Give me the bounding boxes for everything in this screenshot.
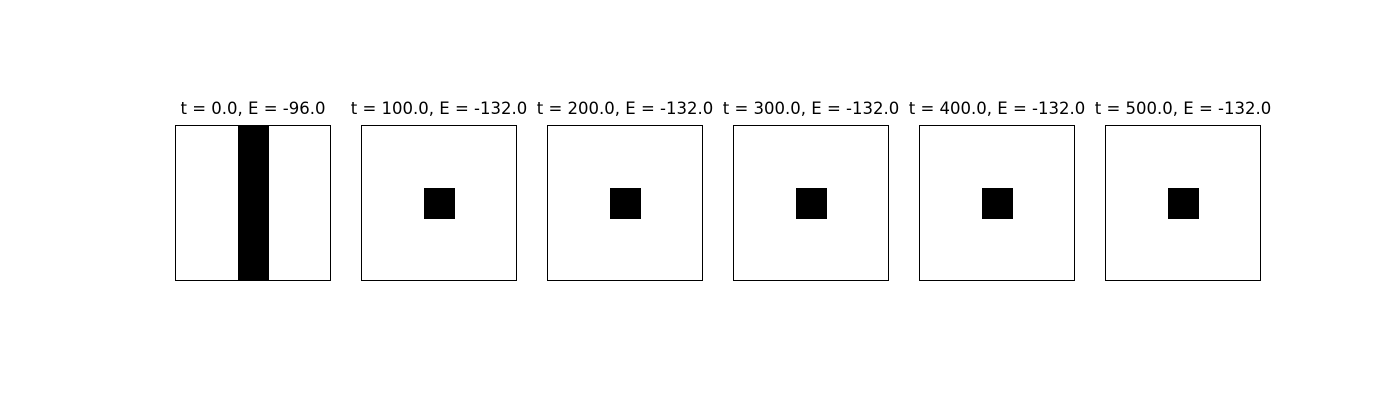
panel-title-3: t = 300.0, E = -132.0: [722, 99, 900, 118]
filled-cell-0-1-2: [237, 156, 269, 189]
filled-cell-0-0-2: [237, 126, 269, 158]
panel-frame-5: [1105, 125, 1261, 281]
panel-title-5: t = 500.0, E = -132.0: [1094, 99, 1272, 118]
panel-frame-4: [919, 125, 1075, 281]
panel-frame-2: [547, 125, 703, 281]
filled-cell-5-2-2: [1167, 187, 1199, 219]
filled-cell-0-4-2: [237, 249, 269, 281]
panel-title-2: t = 200.0, E = -132.0: [536, 99, 714, 118]
panel-frame-0: [175, 125, 331, 281]
filled-cell-0-3-2: [237, 218, 269, 250]
filled-cell-0-2-2: [237, 187, 269, 219]
panel-title-4: t = 400.0, E = -132.0: [908, 99, 1086, 118]
panel-frame-3: [733, 125, 889, 281]
panel-frame-1: [361, 125, 517, 281]
panel-title-1: t = 100.0, E = -132.0: [350, 99, 528, 118]
filled-cell-2-2-2: [609, 187, 641, 219]
filled-cell-1-2-2: [423, 187, 455, 219]
panel-title-0: t = 0.0, E = -96.0: [180, 99, 326, 118]
filled-cell-4-2-2: [981, 187, 1013, 219]
filled-cell-3-2-2: [795, 187, 827, 219]
